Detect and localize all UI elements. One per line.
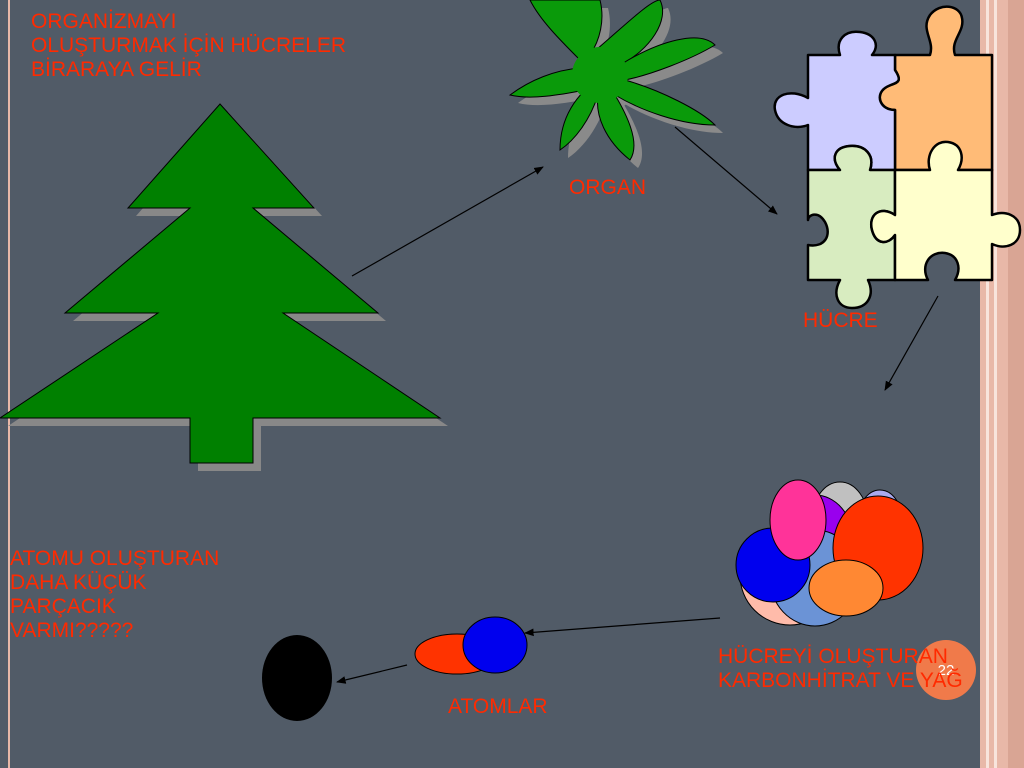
question-text: ATOMU OLUŞTURAN DAHA KÜÇÜK PARÇACIK VARM… [10, 547, 220, 642]
page-number: 22 [937, 661, 955, 679]
page-number-badge: 22 [916, 640, 976, 700]
atoms-label: ATOMLAR [448, 695, 548, 718]
molecules-label: HÜCREYİ OLUŞTURAN KARBONHİTRAT VE YAĞ [718, 645, 963, 692]
organ-label: ORGAN [569, 176, 647, 199]
puzzle-icon [773, 5, 1022, 310]
arrow-icon [336, 126, 939, 684]
atom-pair-icon [414, 616, 528, 675]
molecule-cluster-icon [735, 479, 924, 627]
particle-icon [262, 635, 332, 721]
tree-icon [0, 103, 448, 471]
plant-icon [508, 0, 723, 168]
cell-label: HÜCRE [803, 309, 878, 332]
left-border [0, 0, 10, 768]
slide-title: ORGANİZMAYI OLUŞTURMAK İÇİN HÜCRELER BİR… [31, 10, 347, 81]
right-border [980, 0, 1024, 768]
